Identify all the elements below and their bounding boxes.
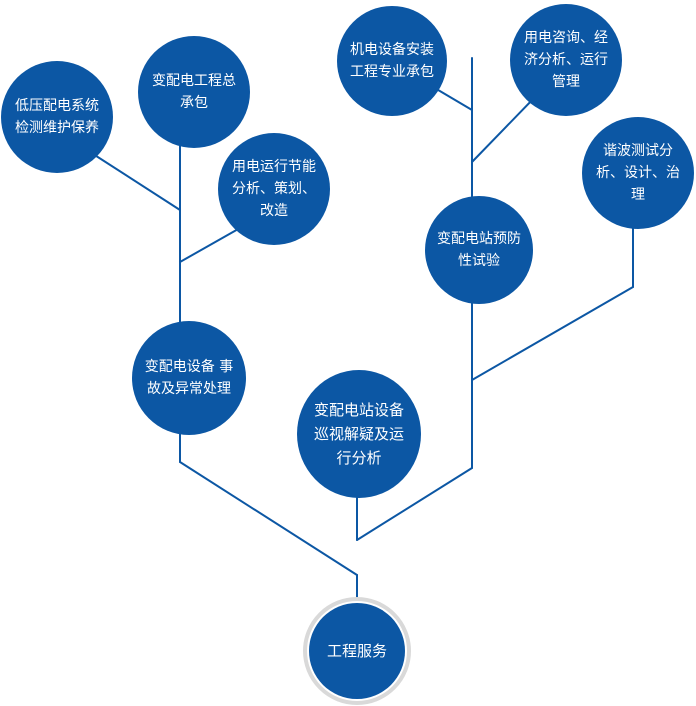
node-consulting-label: 用电咨询、经济分析、运行管理 [524, 30, 608, 90]
branch-harmonic-diagonal [471, 286, 634, 381]
node-fault-handling-label: 变配电设备 事故及异常处理 [144, 359, 234, 397]
node-general-contract: 变配电工程总承包 [138, 36, 250, 148]
node-substation-inspection-label: 变配电站设备巡视解疑及运行分析 [313, 401, 404, 467]
node-harmonic-analysis: 谐波测试分析、设计、治理 [582, 117, 694, 229]
node-energy-saving-label: 用电运行节能分析、策划、改造 [232, 159, 316, 219]
node-fault-handling: 变配电设备 事故及异常处理 [132, 321, 246, 435]
root-node-ring: 工程服务 [303, 597, 411, 705]
node-harmonic-analysis-label: 谐波测试分析、设计、治理 [596, 143, 680, 203]
node-consulting: 用电咨询、经济分析、运行管理 [510, 4, 622, 116]
branch-left-diagonal [179, 461, 358, 576]
branch-right-diagonal [356, 467, 473, 541]
node-energy-saving: 用电运行节能分析、策划、改造 [218, 133, 330, 245]
node-mep-installation: 机电设备安装工程专业承包 [337, 6, 447, 116]
node-general-contract-label: 变配电工程总承包 [152, 73, 236, 111]
branch-energy-saving [179, 227, 241, 263]
branch-low-voltage [89, 151, 181, 211]
root-node-engineering-service: 工程服务 [309, 603, 405, 699]
node-preventive-test: 变配电站预防性试验 [425, 196, 533, 304]
branch-consulting [471, 95, 537, 163]
node-preventive-test-label: 变配电站预防性试验 [437, 231, 521, 269]
root-node-label: 工程服务 [326, 642, 387, 660]
node-mep-installation-label: 机电设备安装工程专业承包 [350, 42, 434, 80]
node-low-voltage-maintenance-label: 低压配电系统检测维护保养 [15, 98, 99, 136]
node-low-voltage-maintenance: 低压配电系统检测维护保养 [1, 61, 113, 173]
node-substation-inspection: 变配电站设备巡视解疑及运行分析 [297, 370, 421, 498]
